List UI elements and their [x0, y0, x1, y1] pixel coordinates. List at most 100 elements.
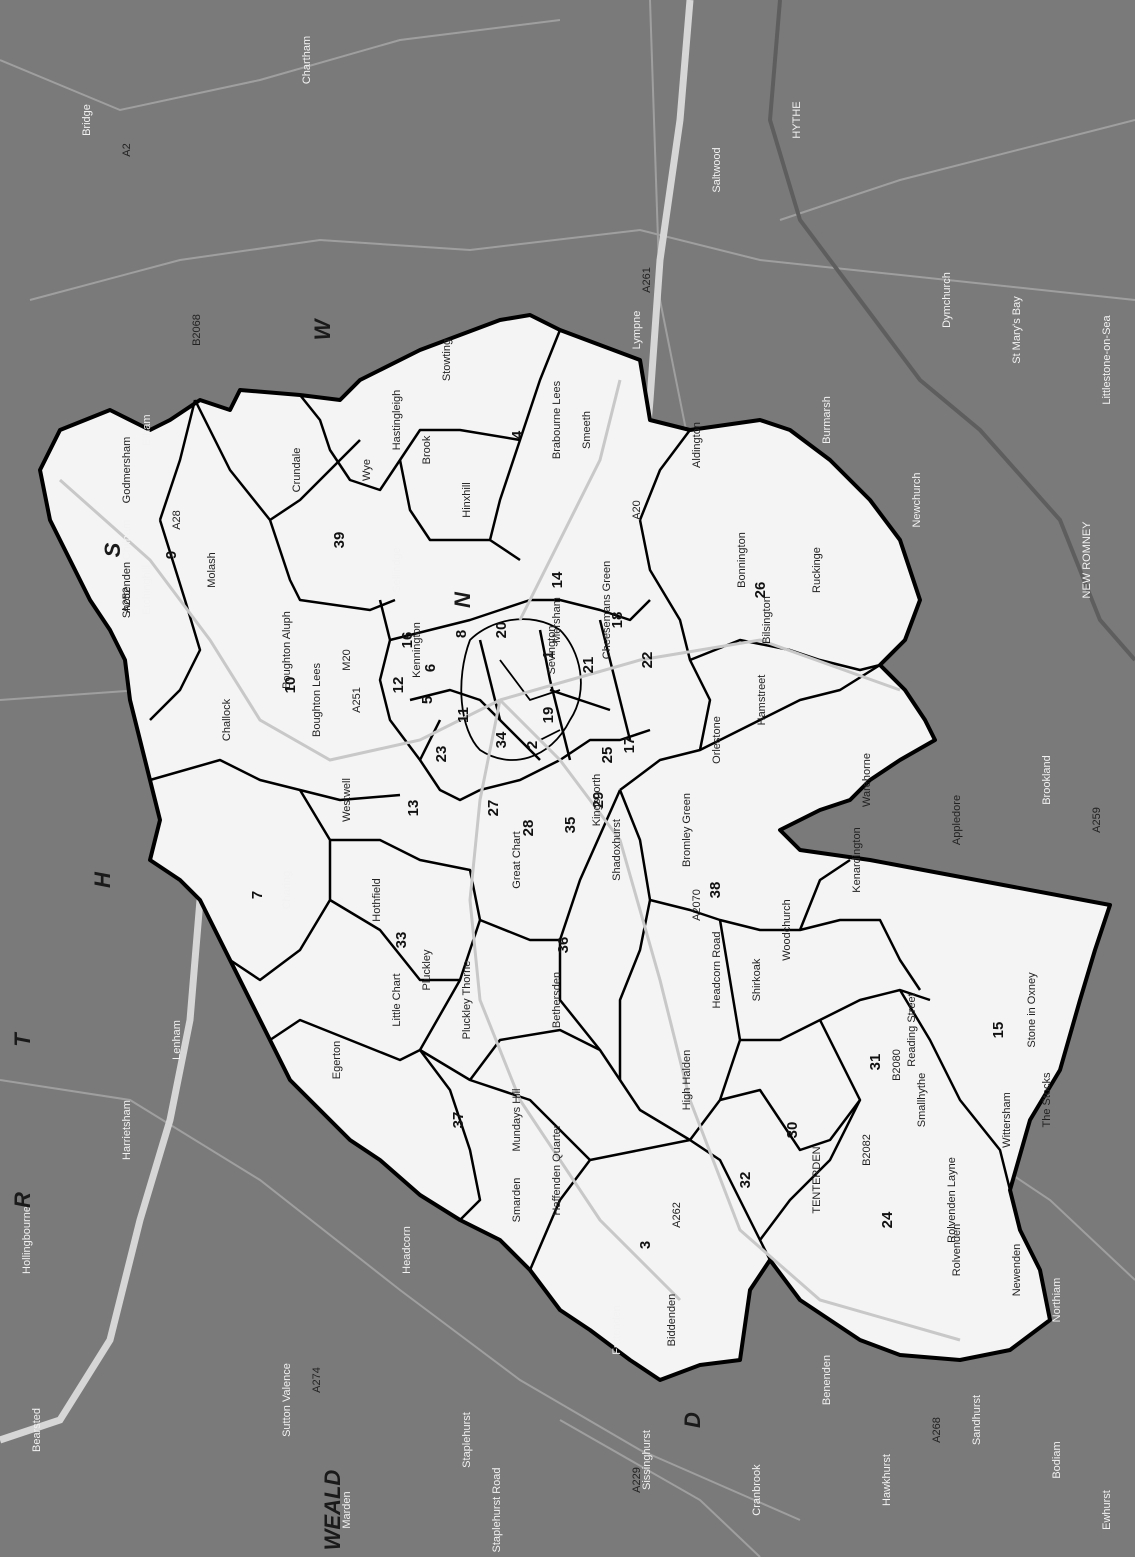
inside-place-41: Stowting	[441, 339, 453, 381]
region-letter-7: D	[680, 1412, 705, 1428]
outside-place-10: Dymchurch	[941, 272, 953, 328]
outside-place-12: Littlestone-on-Sea	[1101, 314, 1113, 404]
inside-place-23: Reading Street	[906, 993, 918, 1066]
inside-place-4: Molash	[206, 552, 218, 587]
inside-place-53: Challock	[221, 698, 233, 741]
road-label-12: B2080	[891, 1049, 903, 1081]
ward-label-31: 31	[867, 1054, 884, 1071]
inside-place-37: Mundays Hill	[511, 1089, 523, 1152]
ward-label-21: 21	[580, 657, 597, 674]
ward-label-23: 23	[433, 746, 450, 763]
inside-place-24: Biddenden	[666, 1294, 678, 1347]
road-label-7: A259	[1091, 807, 1103, 833]
road-label-8: A274	[311, 1367, 323, 1393]
inside-place-16: Stone in Oxney	[1026, 972, 1038, 1048]
inside-place-29: Pluckley	[421, 949, 433, 990]
road-label-11: B2082	[861, 1134, 873, 1166]
ward-label-3: 3	[637, 1241, 654, 1249]
inside-place-7: Bonnington	[736, 532, 748, 588]
region-letter-3: H	[90, 871, 115, 888]
ward-label-38: 38	[707, 882, 724, 899]
inside-place-45: Bromley Green	[681, 793, 693, 867]
inside-place-13: Kenardington	[851, 827, 863, 892]
region-letter-0: W	[310, 317, 335, 340]
outside-place-21: Chilham	[121, 520, 133, 560]
coast	[767, 0, 1135, 662]
inside-place-35: Smarden	[511, 1178, 523, 1223]
outside-place-27: Frittenden	[611, 1305, 623, 1355]
outside-place-18: Saltwood	[711, 147, 723, 192]
ward-boundaries	[149, 329, 1012, 1271]
inside-place-6: Aldington	[691, 422, 703, 468]
outside-place-5: Hawkhurst	[881, 1454, 893, 1506]
outside-place-34: Staplehurst Road	[491, 1468, 503, 1553]
inside-place-36: Haffenden Quarter	[551, 1124, 563, 1215]
ward-label-8: 8	[453, 630, 470, 638]
outside-place-11: St Mary's Bay	[1011, 296, 1023, 364]
inside-place-43: Hinxhill	[461, 482, 473, 517]
outside-place-32: Newchurch	[911, 472, 923, 527]
ward-label-35: 35	[562, 817, 579, 834]
inside-place-18: Rolvenden	[951, 1224, 963, 1277]
outside-place-15: Etchinghill	[141, 565, 153, 615]
region-letter-2: S	[100, 542, 125, 557]
inside-place-38: Shottenden	[121, 562, 133, 618]
inside-place-19: Rolvenden Layne	[946, 1157, 958, 1243]
ward-label-16: 16	[399, 632, 416, 649]
outside-place-20: Sellindge	[391, 547, 403, 592]
ward-label-24: 24	[879, 1211, 896, 1228]
ward-label-32: 32	[737, 1172, 754, 1189]
inside-roads	[59, 379, 961, 1342]
ward-label-11: 11	[455, 707, 472, 723]
ward-label-22: 22	[639, 652, 656, 669]
inside-place-42: Brook	[421, 435, 433, 464]
inside-place-11: Shadoxhurst	[611, 819, 623, 881]
road-label-1: A20	[631, 500, 643, 520]
ward-label-33: 33	[393, 932, 410, 949]
ward-label-15: 15	[990, 1022, 1007, 1039]
road-label-13: A261	[641, 267, 653, 293]
inside-place-5: Smeeth	[581, 411, 593, 449]
inside-place-0: Wye	[361, 459, 373, 481]
outside-place-6: Sandhurst	[971, 1395, 983, 1445]
inside-place-49: Cheesemans Green	[601, 561, 613, 659]
outside-place-2: Headcorn	[401, 1226, 413, 1274]
ward-label-6: 6	[422, 664, 439, 672]
road-label-3: A251	[351, 687, 363, 713]
ward-label-36: 36	[555, 937, 572, 954]
inside-place-20: Newenden	[1011, 1244, 1023, 1297]
road-label-2: A28	[171, 510, 183, 530]
road-labels: M20A20A28A251A252A262A2070A259A274A229A2…	[121, 143, 1103, 1493]
region-letter-4: T	[10, 1032, 35, 1047]
outside-place-29: Ewhurst	[1101, 1490, 1113, 1530]
inside-place-46: Warehorne	[861, 753, 873, 807]
ward-label-10: 10	[282, 677, 299, 694]
ward-label-13: 13	[405, 800, 422, 817]
outside-place-8: Benenden	[821, 1355, 833, 1405]
inside-place-51: Sevington	[546, 626, 558, 675]
road-label-0: M20	[341, 649, 353, 670]
ward-label-26: 26	[752, 582, 769, 599]
outside-place-19: Lympne	[631, 311, 643, 350]
outside-place-23: Hollingbourne	[21, 1206, 33, 1274]
ward-label-29: 29	[590, 792, 607, 809]
inside-place-30: Pluckley Thorne	[461, 961, 473, 1040]
road-label-9: A229	[631, 1467, 643, 1493]
outside-place-17: Chartham	[301, 36, 313, 84]
outside-place-1: Lenham	[171, 1020, 183, 1060]
ward-label-34: 34	[493, 731, 510, 748]
inside-place-40: Hastingleigh	[391, 390, 403, 451]
inside-place-27: Bethersden	[551, 972, 563, 1028]
ward-label-19: 19	[540, 707, 557, 724]
road-label-6: A2070	[691, 889, 703, 921]
inside-place-32: Hothfield	[371, 878, 383, 921]
region-letter-6: WEALD	[320, 1470, 345, 1551]
inside-place-21: TENTERDEN	[811, 1146, 823, 1213]
inside-place-10: Hamstreet	[756, 675, 768, 726]
inside-place-28: Great Chart	[511, 831, 523, 888]
outside-place-labels: BearstedLenhamHeadcornStaplehurstCranbro…	[21, 36, 1113, 1553]
inside-place-25: Headcorn Road	[711, 931, 723, 1008]
outside-place-16: Bridge	[81, 104, 93, 136]
inside-place-50: Mersham	[551, 597, 563, 643]
